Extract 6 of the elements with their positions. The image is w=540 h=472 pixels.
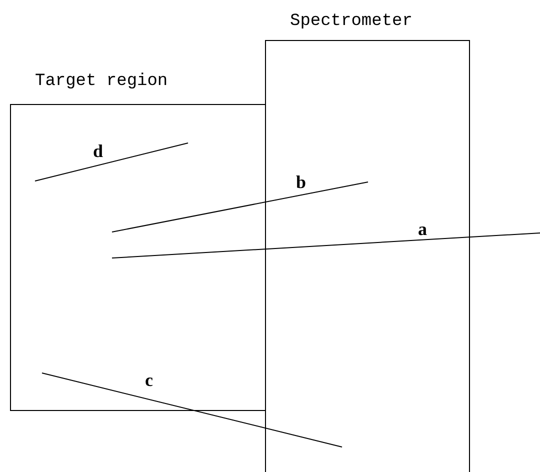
track-label: d <box>93 142 104 160</box>
track-label: b <box>296 173 306 191</box>
track-label: c <box>145 371 153 389</box>
track-label: a <box>418 220 427 238</box>
region-title: Target region <box>35 72 168 91</box>
region-title: Spectrometer <box>290 12 412 31</box>
